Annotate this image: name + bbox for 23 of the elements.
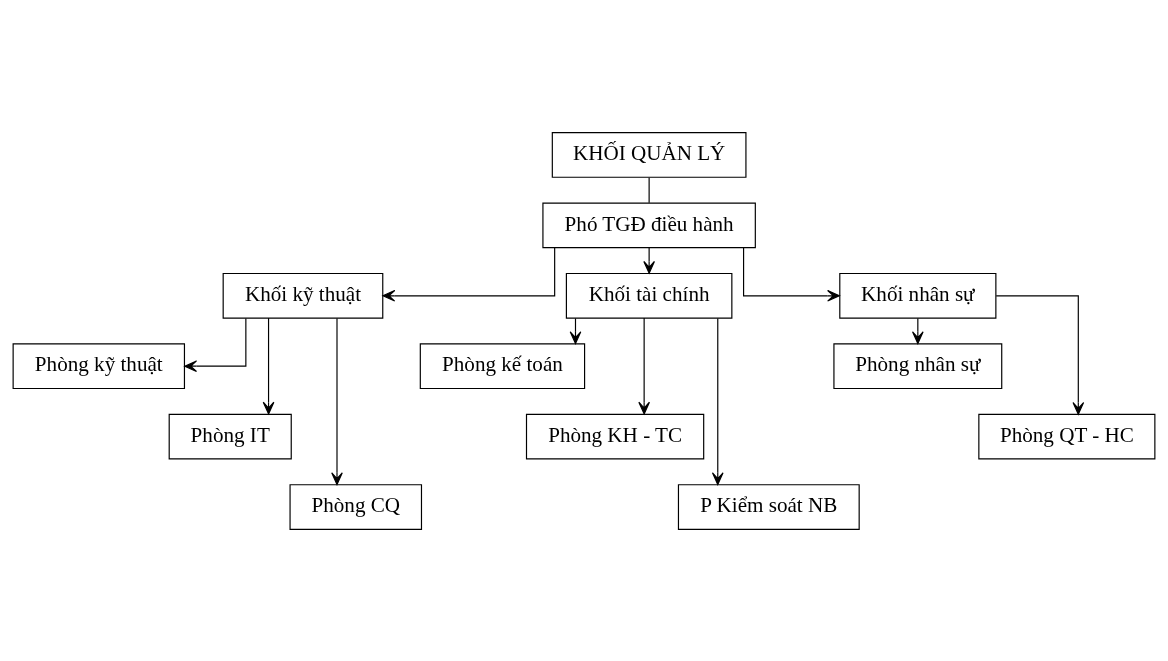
arrow — [643, 246, 655, 274]
node-box: Phòng QT - HC — [978, 413, 1156, 459]
arrow — [638, 317, 650, 415]
node-box: Phó TGĐ điều hành — [542, 202, 756, 248]
node-box: Khối kỹ thuật — [222, 272, 384, 319]
arrow — [262, 317, 275, 415]
connector — [648, 176, 650, 203]
node-box: Phòng KH - TC — [525, 413, 705, 459]
arrow — [184, 317, 247, 372]
node-box: P Kiểm soát NB — [677, 483, 860, 530]
node-box: Phòng IT — [168, 413, 292, 459]
arrow — [995, 294, 1085, 415]
arrow — [743, 246, 840, 302]
arrow — [382, 246, 556, 302]
node-box: Phòng nhân sự — [833, 342, 1003, 389]
node-box: KHỐI QUẢN LÝ — [551, 131, 747, 178]
node-box: Phòng kỹ thuật — [12, 342, 186, 389]
node-box: Khối nhân sự — [839, 272, 997, 319]
node-box: Phòng CQ — [289, 483, 423, 530]
node-box: Khối tài chính — [565, 272, 733, 319]
node-box: Phòng kế toán — [419, 342, 586, 389]
arrow — [711, 317, 724, 485]
arrow — [331, 317, 343, 485]
